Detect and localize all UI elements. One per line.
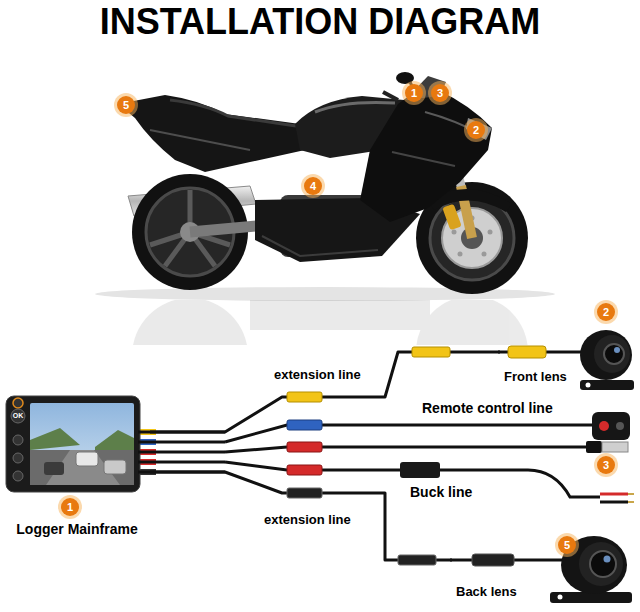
callout-circle — [61, 498, 79, 516]
callout-circle — [304, 177, 322, 195]
callout-circle — [597, 456, 615, 474]
connector-plug — [398, 555, 436, 565]
callout-circle — [467, 121, 485, 139]
callout-glow — [464, 118, 488, 142]
callout-circle — [431, 84, 449, 102]
buck-converter — [287, 462, 634, 502]
callout-number: 4 — [303, 177, 323, 195]
callout-number: 3 — [596, 456, 616, 474]
cable-label: extension line — [272, 367, 363, 382]
callout-glow — [594, 300, 618, 324]
cable-connector — [150, 472, 452, 560]
connector-plug — [412, 347, 450, 357]
callout-glow — [428, 81, 452, 105]
cable-label: extension line — [262, 512, 353, 527]
camera-label: Front lens — [504, 370, 567, 385]
callout-number: 2 — [596, 303, 616, 321]
wire-bundle — [138, 425, 600, 497]
cable-group — [150, 347, 500, 565]
callout-number: 5 — [116, 96, 136, 114]
callout-number: 1 — [60, 498, 80, 516]
callout-glow — [58, 495, 82, 519]
button-label: OK — [8, 411, 28, 421]
cable-connector — [150, 352, 500, 432]
device-label: Logger Mainframe — [16, 521, 137, 537]
callout-group — [58, 81, 618, 557]
callout-number: 1 — [404, 84, 424, 102]
callout-number: 5 — [557, 536, 577, 554]
part-label: Remote control line — [420, 400, 555, 416]
part-label: Buck line — [408, 484, 474, 500]
camera-label: Back lens — [456, 585, 517, 600]
callout-circle — [558, 536, 576, 554]
callout-glow — [402, 81, 426, 105]
callout-number: 2 — [466, 121, 486, 139]
logger-device — [6, 396, 156, 492]
callout-glow — [594, 453, 618, 477]
remote-control — [287, 412, 630, 440]
callout-glow — [301, 174, 325, 198]
callout-circle — [117, 96, 135, 114]
callout-number: 3 — [430, 84, 450, 102]
front-camera — [498, 330, 634, 390]
device-box: Logger Mainframe — [4, 392, 150, 538]
callout-glow — [555, 533, 579, 557]
back-camera — [450, 536, 632, 603]
motorcycle-illustration — [95, 72, 555, 414]
camera-box: Back lens — [452, 530, 638, 600]
camera-box: Front lens — [500, 322, 638, 385]
callout-circle — [405, 84, 423, 102]
diagram-title: INSTALLATION DIAGRAM — [0, 2, 640, 42]
connector-plug — [287, 392, 322, 402]
connector-plug — [287, 488, 322, 498]
usb-plug — [287, 441, 628, 453]
callout-circle — [597, 303, 615, 321]
callout-glow — [114, 93, 138, 117]
